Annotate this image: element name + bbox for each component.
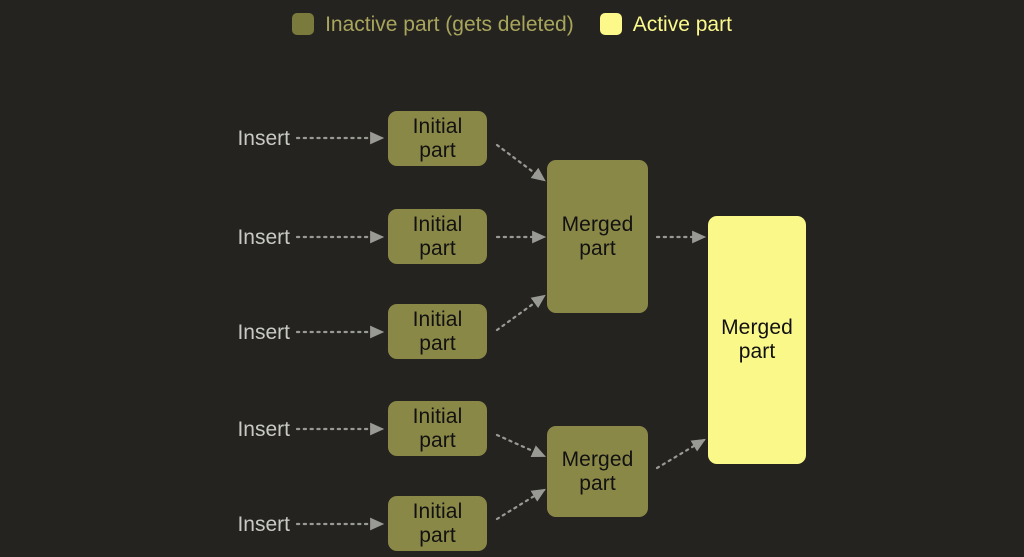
legend-label-active: Active part	[632, 12, 732, 36]
arrow-initial-4-to-merged-2	[495, 433, 547, 458]
insert-label-5: Insert	[237, 513, 290, 536]
initial-part-node-4[interactable]: Initial part	[388, 401, 487, 456]
legend: Inactive part (gets deleted) Active part	[0, 0, 1024, 48]
insert-label-1: Insert	[237, 127, 290, 150]
legend-item-active: Active part	[599, 12, 732, 36]
insert-label-3: Insert	[237, 321, 290, 344]
initial-part-node-4-line2: part	[419, 428, 456, 452]
merged-part-node-1-line2: part	[579, 236, 616, 260]
inactive-part-swatch-icon	[292, 13, 315, 35]
arrow-initial-5-to-merged-2	[495, 488, 546, 521]
initial-part-node-1-line1: Initial	[412, 114, 463, 138]
arrow-initial-1-to-merged-1	[495, 143, 546, 182]
merged-part-node-2-line2: part	[579, 471, 616, 495]
initial-part-node-3-line1: Initial	[412, 307, 463, 331]
initial-part-node-4-line1: Initial	[412, 404, 463, 428]
legend-label-inactive: Inactive part (gets deleted)	[325, 12, 574, 36]
initial-part-node-3[interactable]: Initial part	[388, 304, 487, 359]
merged-part-node-1[interactable]: Merged part	[547, 160, 648, 313]
active-merged-part-line2: part	[738, 340, 776, 363]
arrow-initial-3-to-merged-1	[495, 294, 546, 332]
initial-part-node-5-line1: Initial	[412, 499, 463, 523]
insert-label-2: Insert	[237, 226, 290, 249]
active-part-swatch-icon	[599, 13, 622, 35]
merged-part-node-1-line1: Merged	[561, 212, 634, 236]
insert-label-4: Insert	[237, 418, 290, 441]
legend-item-inactive: Inactive part (gets deleted)	[292, 13, 574, 35]
initial-part-node-1[interactable]: Initial part	[388, 111, 487, 166]
merged-part-node-2-line1: Merged	[561, 447, 634, 471]
initial-part-node-5[interactable]: Initial part	[388, 496, 487, 551]
initial-part-node-5-line2: part	[419, 523, 456, 547]
initial-part-node-2[interactable]: Initial part	[388, 209, 487, 264]
initial-part-node-2-line2: part	[419, 236, 456, 260]
active-merged-part-node[interactable]: Merged part	[708, 216, 806, 464]
initial-part-node-2-line1: Initial	[412, 212, 463, 236]
initial-part-node-1-line2: part	[419, 138, 456, 162]
active-merged-part-line1: Merged	[721, 316, 793, 340]
initial-part-node-3-line2: part	[419, 331, 456, 355]
merged-part-node-2[interactable]: Merged part	[547, 426, 648, 517]
arrow-merged-2-to-final	[655, 438, 706, 470]
